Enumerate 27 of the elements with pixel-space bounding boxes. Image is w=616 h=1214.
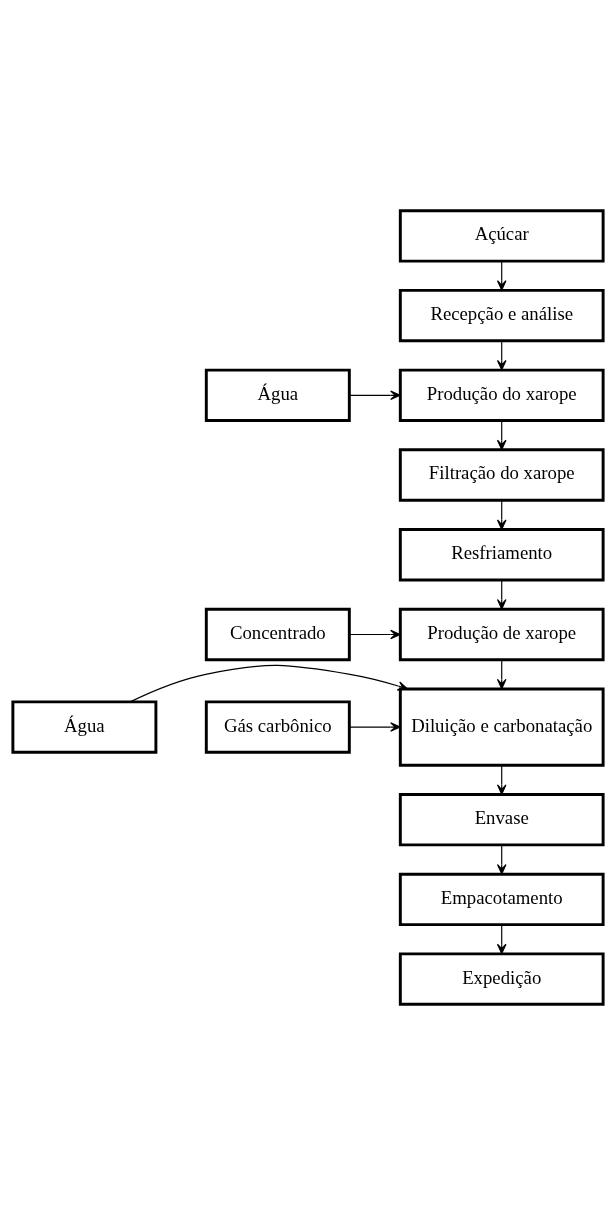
node-box: Resfriamento xyxy=(398,527,605,581)
arrow xyxy=(496,764,507,795)
node-box: Concentrado xyxy=(204,607,351,661)
arrow xyxy=(496,260,507,291)
node-box: Expedição xyxy=(398,951,605,1006)
arrow xyxy=(496,339,507,370)
node-box: Água xyxy=(11,699,158,754)
node-box: Diluição e carbonatação xyxy=(398,687,605,767)
node-box: Água xyxy=(204,368,351,422)
node-box: Recepção e análise xyxy=(398,288,605,342)
node-box: Produção do xarope xyxy=(398,368,605,422)
arrow xyxy=(348,629,401,639)
arrow xyxy=(348,721,401,732)
node-box: Envase xyxy=(398,792,605,846)
node-box: Açúcar xyxy=(398,208,605,263)
node-box: Produção de xarope xyxy=(398,607,605,661)
node-box: Gás carbônico xyxy=(204,699,351,754)
arrow xyxy=(496,419,507,450)
arrow xyxy=(496,578,507,610)
arrow xyxy=(496,658,507,689)
node-box: Empacotamento xyxy=(398,872,605,926)
arrow xyxy=(496,499,507,530)
node-box: Filtração do xarope xyxy=(398,447,605,502)
arrow xyxy=(496,923,507,954)
arrow xyxy=(496,843,507,874)
arrow xyxy=(129,664,408,702)
arrow xyxy=(348,390,401,400)
